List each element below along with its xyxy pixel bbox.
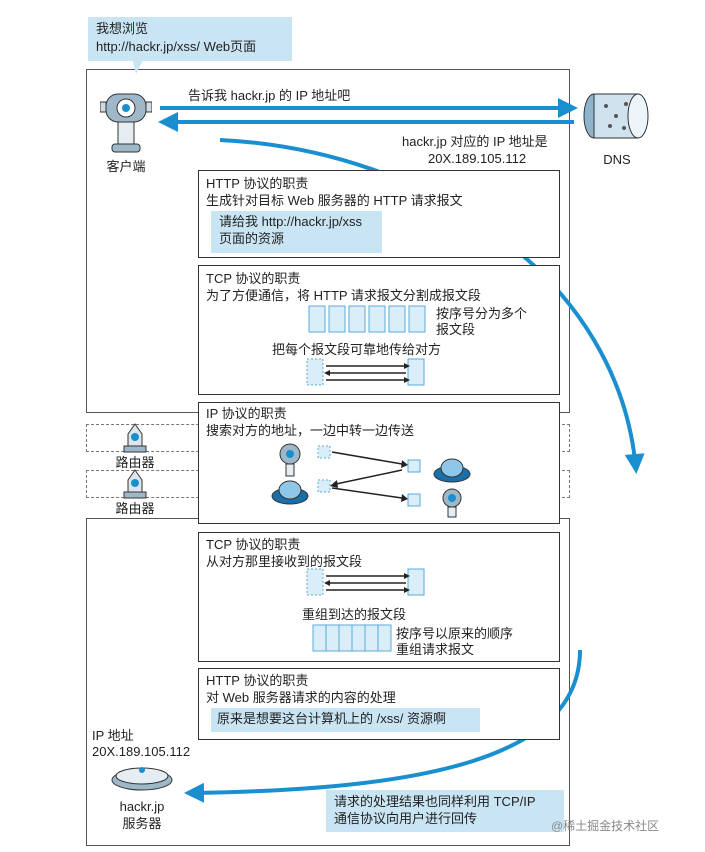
dns-answer-line-1: hackr.jp 对应的 IP 地址是 [402, 134, 548, 149]
router-label-2: 路由器 [115, 501, 155, 516]
response-path-arrow [184, 649, 582, 803]
dns-server-icon [583, 93, 649, 139]
tcp-client-note-2: 报文段 [436, 322, 476, 337]
tcp-reassembled-icon [312, 624, 392, 652]
dns-answer-line-2: 20X.189.105.112 [428, 151, 527, 166]
router-icon-1 [123, 423, 147, 453]
response-line-1: 请求的处理结果也同样利用 TCP/IP [334, 794, 536, 809]
http-client-desc: 生成针对目标 Web 服务器的 HTTP 请求报文 [206, 193, 463, 208]
dns-label: DNS [603, 152, 631, 167]
tcp-server-note-2: 重组请求报文 [396, 642, 475, 657]
server-ip-label: IP 地址 [92, 728, 134, 743]
http-server-result: 原来是想要这台计算机上的 /xss/ 资源啊 [211, 708, 480, 732]
intent-line-1: 我想浏览 [96, 21, 149, 36]
http-client-title: HTTP 协议的职责 [206, 176, 309, 191]
tcp-segments-icon [308, 305, 426, 333]
ip-desc: 搜索对方的地址，一边中转一边传送 [206, 423, 415, 438]
intent-bubble: 我想浏览 http://hackr.jp/xss/ Web页面 [88, 17, 292, 61]
server-name-line-2: 服务器 [122, 816, 162, 831]
tcp-server-note-1: 按序号以原来的顺序 [396, 626, 514, 641]
dns-query-text: 告诉我 hackr.jp 的 IP 地址吧 [188, 88, 351, 103]
tcp-server-desc2: 重组到达的报文段 [302, 607, 407, 622]
http-server-title: HTTP 协议的职责 [206, 673, 309, 688]
tcp-receive-icon [306, 568, 425, 596]
tcp-client-note-1: 按序号分为多个 [436, 306, 528, 321]
ip-title: IP 协议的职责 [206, 406, 287, 421]
tcp-server-desc: 从对方那里接收到的报文段 [206, 554, 363, 569]
server-icon [111, 767, 173, 791]
ip-relay-diagram [271, 443, 471, 518]
http-request-bubble: 请给我 http://hackr.jp/xss 页面的资源 [211, 211, 382, 253]
http-request-line-1: 请给我 http://hackr.jp/xss [219, 214, 363, 229]
client-robot-icon [100, 93, 152, 153]
watermark: @稀土掘金技术社区 [551, 819, 660, 833]
response-line-2: 通信协议向用户进行回传 [334, 811, 478, 826]
router-label-1: 路由器 [115, 455, 155, 470]
ip-panel [198, 402, 560, 524]
http-request-line-2: 页面的资源 [219, 231, 285, 246]
response-bubble: 请求的处理结果也同样利用 TCP/IP 通信协议向用户进行回传 [326, 790, 564, 832]
tcp-client-title: TCP 协议的职责 [206, 271, 301, 286]
tcp-client-desc: 为了方便通信，将 HTTP 请求报文分割成报文段 [206, 288, 481, 303]
tcp-server-title: TCP 协议的职责 [206, 537, 301, 552]
http-server-desc: 对 Web 服务器请求的内容的处理 [206, 690, 396, 705]
router-icon-2 [123, 469, 147, 499]
server-name-line-1: hackr.jp [119, 799, 165, 814]
client-label: 客户端 [106, 159, 146, 174]
tcp-transfer-icon [306, 358, 425, 386]
intent-line-2: http://hackr.jp/xss/ Web页面 [96, 39, 257, 54]
server-ip-value: 20X.189.105.112 [92, 744, 191, 759]
tcp-client-desc2: 把每个报文段可靠地传给对方 [272, 342, 442, 357]
bubble-tail [132, 58, 144, 74]
